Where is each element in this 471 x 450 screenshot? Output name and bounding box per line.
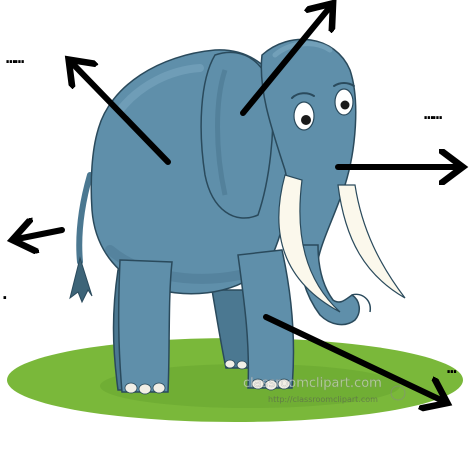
elephant-eyes bbox=[291, 82, 355, 131]
elephant-trunk bbox=[298, 244, 371, 326]
watermark-brand: classroomclipart.com bbox=[243, 376, 382, 391]
elephant-tusks bbox=[278, 174, 406, 313]
arrow-lower-right bbox=[263, 314, 443, 401]
pointer-arrows bbox=[17, 7, 458, 401]
label-blank-lower-right: … bbox=[447, 358, 457, 377]
watermark-url: http://classroomclipart.com bbox=[268, 395, 378, 404]
label-blank-left: . bbox=[0, 284, 10, 303]
elephant-tail bbox=[69, 172, 93, 304]
label-blank-right: …… bbox=[424, 104, 442, 123]
arrow-left bbox=[17, 230, 65, 239]
label-blank-upper-left: …… bbox=[6, 48, 24, 67]
arrow-upper-left bbox=[72, 63, 171, 165]
arrow-up-right bbox=[240, 7, 330, 116]
watermark: classroomclipart.com http://classroomcli… bbox=[243, 376, 406, 404]
